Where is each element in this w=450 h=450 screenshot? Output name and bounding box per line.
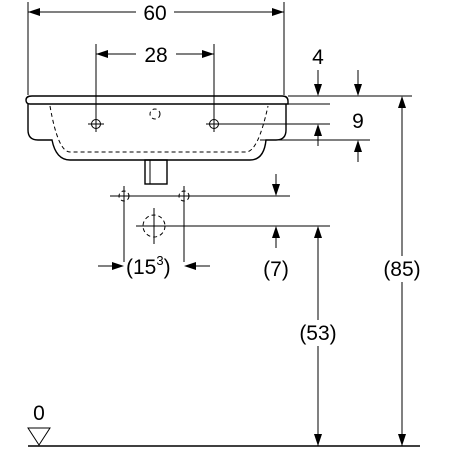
waste-height-dimension: (53) xyxy=(299,226,337,446)
rim-height-dimension: (85) xyxy=(383,96,421,446)
waste-pipe-icon xyxy=(136,208,330,244)
waste-spacing-label: (153) xyxy=(126,253,171,279)
floor-level: 0 xyxy=(27,402,420,447)
waste-height-offset-label: (7) xyxy=(263,258,289,281)
tap-hole-spacing-label: 28 xyxy=(144,44,167,67)
overflow-hole-icon xyxy=(149,108,161,120)
tap-hole-spacing-dimension: 28 xyxy=(95,44,215,130)
supply-right-icon xyxy=(178,186,190,262)
rim-to-centre-label: 9 xyxy=(352,110,364,133)
overall-width-dimension: 60 xyxy=(27,2,285,95)
rim-dimensions: 4 9 xyxy=(222,46,412,162)
rim-thickness-label: 4 xyxy=(312,46,324,69)
supply-left-icon xyxy=(118,186,130,262)
waste-spacing-dimension: (153) xyxy=(98,253,210,279)
floor-level-label: 0 xyxy=(33,402,45,425)
floor-level-triangle-icon xyxy=(27,427,51,446)
waste-connection: (7) xyxy=(110,174,330,281)
tap-hole-left-icon xyxy=(88,116,104,132)
waste-outlet xyxy=(144,159,168,185)
waste-height-label: (53) xyxy=(299,322,336,345)
overall-width-label: 60 xyxy=(143,2,166,25)
washbasin-body xyxy=(25,95,289,185)
tap-hole-right-icon xyxy=(206,116,222,132)
rim-height-label: (85) xyxy=(383,258,420,281)
